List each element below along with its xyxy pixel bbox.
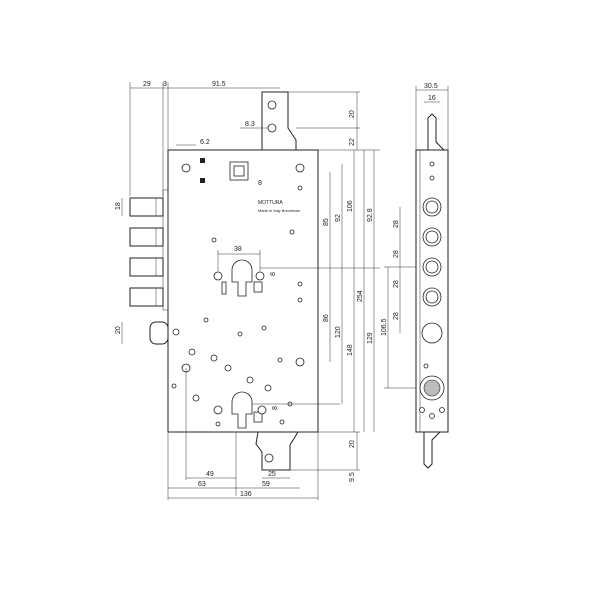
lock-side-view — [415, 113, 449, 469]
dim-25: 25 — [268, 471, 276, 478]
marker-square-1 — [200, 158, 205, 163]
dim-18: 18 — [115, 202, 122, 210]
dim-v-254: 254 — [357, 290, 364, 302]
dim-v-22: 22 — [349, 138, 356, 146]
dim-side-28-c: 28 — [393, 280, 400, 288]
marker-square-2 — [200, 178, 205, 183]
dim-v8: 8 — [258, 180, 262, 187]
top-fixing-tongue — [261, 91, 297, 151]
bottom-fixing-tongue — [255, 431, 299, 471]
bottom-tongue-hole — [264, 453, 274, 463]
dim-v-20-top: 20 — [349, 110, 356, 118]
dim-side-28-b: 28 — [393, 250, 400, 258]
dim-top-91-5: 91.5 — [212, 81, 226, 88]
bolt-1 — [129, 197, 164, 217]
dim-8-3: 8.3 — [245, 121, 255, 128]
dim-side-28-d: 28 — [393, 312, 400, 320]
side-bottom-hook — [423, 431, 442, 469]
lock-front-view: MOTTURA Made in Italy Brevettato — [129, 91, 319, 471]
dim-v-129: 129 — [367, 332, 374, 344]
dim-136: 136 — [240, 491, 252, 498]
dim-63: 63 — [198, 481, 206, 488]
latch-bolt — [149, 321, 169, 345]
dim-top-29: 29 — [143, 81, 151, 88]
dim-v-9-5: 9.5 — [349, 472, 356, 482]
bolts — [129, 197, 169, 345]
front-dimensions: 29 3 91.5 8.3 6.2 8 38 8 8 18 20 49 — [115, 81, 380, 500]
dim-side-106-5: 106.5 — [381, 318, 388, 336]
dim-59: 59 — [262, 481, 270, 488]
dim-side-28-a: 28 — [393, 220, 400, 228]
plate-caption: Made in Italy Brevettato — [258, 208, 301, 213]
dim-v-92-8: 92.8 — [367, 208, 374, 222]
dim-v-20-bot: 20 — [349, 440, 356, 448]
square-follower-inner — [233, 165, 245, 177]
lower-cylinder-hole — [213, 391, 267, 429]
dim-top-3: 3 — [163, 81, 167, 88]
dim-49: 49 — [206, 471, 214, 478]
side-bolt-heads — [421, 197, 443, 344]
dim-v-86: 86 — [323, 314, 330, 322]
dim-8-lower: 8 — [272, 406, 279, 410]
dim-6-2: 6.2 — [200, 139, 210, 146]
bolt-4 — [129, 287, 164, 307]
dim-v-120: 120 — [335, 326, 342, 338]
side-latch — [419, 161, 445, 419]
side-dimensions: 30.5 16 28 28 28 28 106.5 — [381, 83, 449, 389]
fixing-holes — [171, 163, 305, 427]
bolt-3 — [129, 257, 164, 277]
top-tongue-hole-2 — [267, 123, 277, 133]
dim-v-92: 92 — [335, 214, 342, 222]
dim-v-85: 85 — [323, 218, 330, 226]
dim-side-16: 16 — [428, 95, 436, 102]
dim-8-upper: 8 — [270, 272, 277, 276]
dim-20-left: 20 — [115, 326, 122, 334]
upper-cylinder-hole — [213, 259, 265, 297]
dim-v-106: 106 — [347, 200, 354, 212]
plate-brand: MOTTURA — [258, 200, 283, 206]
faceplate-edge — [162, 189, 169, 311]
dim-side-30-5: 30.5 — [424, 83, 438, 90]
top-tongue-hole — [267, 100, 277, 110]
side-top-hook — [427, 113, 446, 151]
dim-38: 38 — [234, 246, 242, 253]
dim-v-148: 148 — [347, 344, 354, 356]
bolt-2 — [129, 227, 164, 247]
